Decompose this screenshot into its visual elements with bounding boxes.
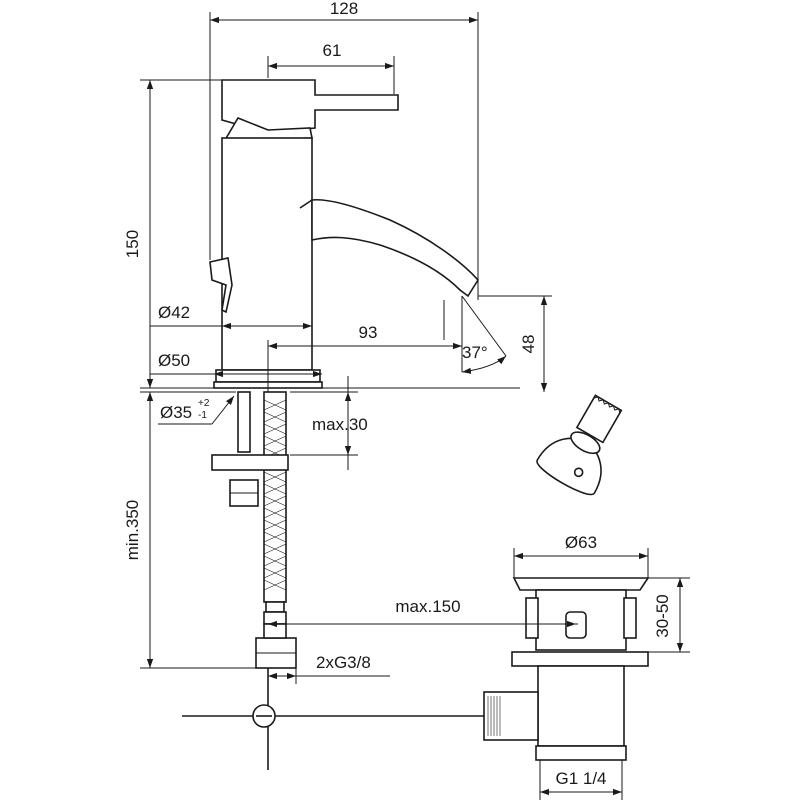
dim-63-label: Ø63	[565, 533, 597, 552]
dim-max150-label: max.150	[395, 597, 460, 616]
dim-150-label: 150	[123, 230, 142, 258]
under-deck-assembly	[182, 391, 490, 770]
dim-61-label: 61	[323, 41, 342, 60]
connector-thread	[487, 696, 501, 736]
dim-42-label: Ø42	[158, 303, 190, 322]
dim-48-label: 48	[519, 335, 538, 354]
dim-350-label: min.350	[123, 500, 142, 560]
dim-arc-37	[461, 355, 507, 374]
faucet	[209, 79, 479, 389]
pop-up-waste	[483, 577, 650, 761]
waste-side-connector	[483, 691, 539, 741]
flex-hose	[263, 391, 287, 603]
dim-50-label: Ø50	[158, 351, 190, 370]
dim-35-label: Ø35	[160, 403, 192, 422]
lever-detail	[536, 394, 623, 496]
waste-flange	[511, 651, 649, 667]
lever-wedge	[223, 117, 313, 141]
dim-128-label: 128	[330, 0, 358, 18]
dim-30-label: max.30	[312, 415, 368, 434]
dim-93-label: 93	[359, 323, 378, 342]
spout	[311, 198, 479, 298]
dim-g38-label: 2xG3/8	[316, 653, 371, 672]
waste-lower-body	[537, 665, 625, 747]
pop-up-knob	[209, 257, 233, 314]
dim-30-50-label: 30-50	[653, 594, 672, 637]
faucet-body	[221, 137, 313, 371]
waste-cap	[512, 577, 650, 591]
waste-slot	[565, 611, 587, 639]
fixing-plate	[211, 454, 289, 471]
dim-35-tol-minus: -1	[198, 410, 207, 421]
dim-35-tol-plus: +2	[198, 398, 210, 409]
dim-37-label: 37°	[462, 343, 488, 362]
threaded-stud	[237, 391, 251, 453]
dim-g114-label: G1 1/4	[555, 769, 606, 788]
